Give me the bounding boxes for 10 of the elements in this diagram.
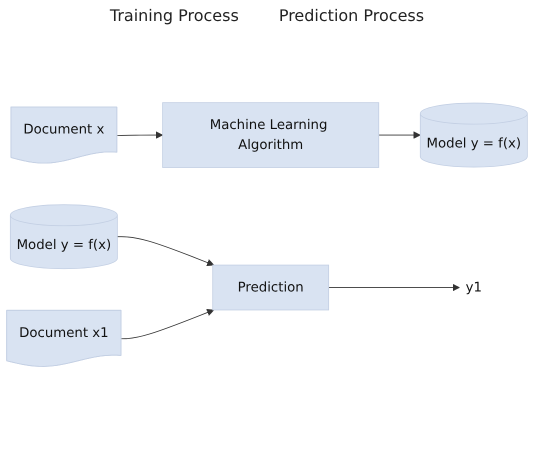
node-box: Prediction (212, 265, 330, 311)
arrow (116, 132, 163, 140)
arrow (328, 284, 460, 292)
section-heading: Training Process (110, 6, 239, 25)
node-box: Machine Learning Algorithm (162, 102, 380, 168)
node-text: y1 (466, 280, 482, 296)
arrow (378, 132, 421, 140)
arrow (121, 309, 214, 340)
arrow (116, 236, 214, 267)
section-heading: Prediction Process (278, 6, 424, 25)
